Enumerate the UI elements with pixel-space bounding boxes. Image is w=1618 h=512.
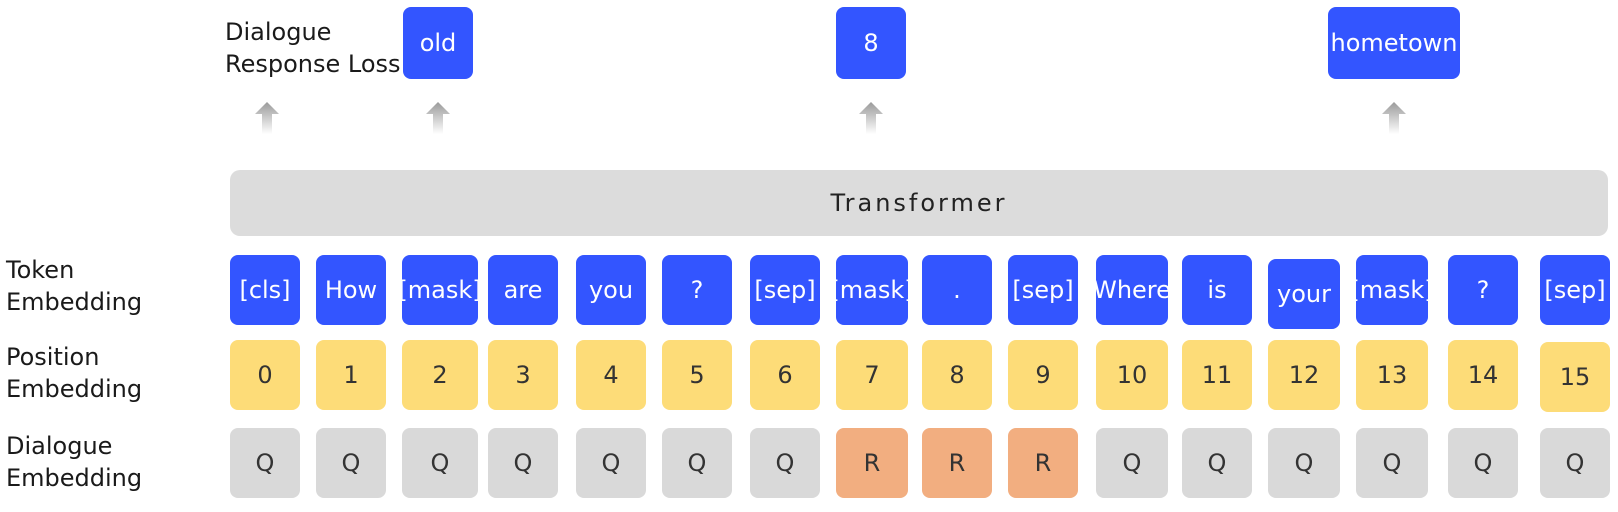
position-box: 10 — [1096, 340, 1168, 410]
dialogue-box: Q — [1268, 428, 1340, 498]
dialogue-box: Q — [1448, 428, 1518, 498]
dialogue-box: Q — [662, 428, 732, 498]
dialogue-box: Q — [1096, 428, 1168, 498]
position-box: 9 — [1008, 340, 1078, 410]
position-box: 0 — [230, 340, 300, 410]
token-box: [mask] — [398, 255, 482, 325]
arrow-up-icon — [255, 102, 279, 134]
position-box: 12 — [1268, 340, 1340, 410]
position-box: 4 — [576, 340, 646, 410]
dialogue-box: Q — [576, 428, 646, 498]
transformer-block: Transformer — [230, 170, 1608, 236]
token-box: [cls] — [230, 255, 300, 325]
position-box: 2 — [402, 340, 478, 410]
position-box: 14 — [1448, 340, 1518, 410]
token-box: . — [922, 255, 992, 325]
token-box: [sep] — [1540, 255, 1610, 325]
token-box: Where — [1093, 255, 1171, 325]
position-box: 8 — [922, 340, 992, 410]
dialogue-box: Q — [402, 428, 478, 498]
token-box: [sep] — [750, 255, 820, 325]
arrow-up-icon — [426, 102, 450, 134]
output-box-8: 8 — [836, 7, 906, 79]
arrow-up-icon — [859, 102, 883, 134]
dialogue-box: R — [836, 428, 908, 498]
token-box: your — [1268, 259, 1340, 329]
dialogue-box: Q — [750, 428, 820, 498]
dialogue-box: Q — [1182, 428, 1252, 498]
token-box: [sep] — [1008, 255, 1078, 325]
token-box: are — [488, 255, 558, 325]
token-box: [mask] — [830, 255, 914, 325]
position-box: 15 — [1540, 342, 1610, 412]
token-embedding-label: Token Embedding — [6, 256, 143, 316]
position-embedding-label: Position Embedding — [6, 343, 143, 403]
dialogue-box: Q — [1356, 428, 1428, 498]
dialogue-box: R — [1008, 428, 1078, 498]
dialogue-box: Q — [230, 428, 300, 498]
token-box: How — [316, 255, 386, 325]
dialogue-box: Q — [1540, 428, 1610, 498]
dialogue-box: R — [922, 428, 992, 498]
dialogue-box: Q — [316, 428, 386, 498]
position-box: 1 — [316, 340, 386, 410]
position-box: 7 — [836, 340, 908, 410]
dialogue-box: Q — [488, 428, 558, 498]
token-box: you — [576, 255, 646, 325]
token-box: [mask] — [1350, 255, 1434, 325]
token-box: is — [1182, 255, 1252, 325]
position-box: 6 — [750, 340, 820, 410]
position-box: 3 — [488, 340, 558, 410]
arrow-up-icon — [1382, 102, 1406, 134]
output-box-hometown: hometown — [1328, 7, 1460, 79]
token-box: ? — [662, 255, 732, 325]
position-box: 13 — [1356, 340, 1428, 410]
position-box: 11 — [1182, 340, 1252, 410]
token-box: ? — [1448, 255, 1518, 325]
loss-label: Dialogue Response Loss — [225, 18, 401, 78]
dialogue-embedding-label: Dialogue Embedding — [6, 432, 143, 492]
position-box: 5 — [662, 340, 732, 410]
output-box-old: old — [403, 7, 473, 79]
